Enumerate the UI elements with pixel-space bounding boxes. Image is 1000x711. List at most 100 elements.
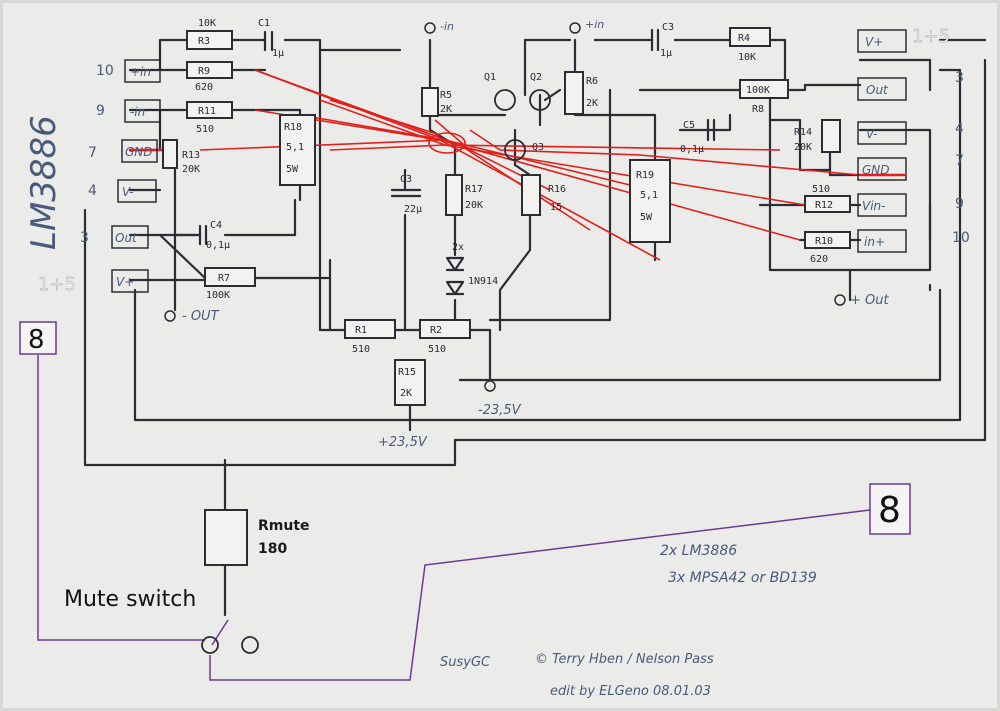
mute-wiring — [37, 355, 871, 681]
svg-text:7: 7 — [88, 145, 97, 161]
svg-text:R9: R9 — [198, 66, 210, 77]
svg-text:2x: 2x — [452, 242, 464, 253]
svg-text:5,1: 5,1 — [640, 190, 658, 201]
mute-section: 8 8 Mute switch — [19, 321, 911, 612]
resistor-r7 — [204, 267, 256, 287]
svg-text:Rmute: Rmute — [258, 518, 310, 534]
svg-text:8: 8 — [28, 325, 45, 355]
svg-text:R14: R14 — [794, 127, 812, 138]
svg-text:R4: R4 — [738, 33, 750, 44]
svg-text:in+: in+ — [864, 235, 885, 249]
resistor-r10 — [804, 231, 851, 249]
svg-text:10: 10 — [952, 230, 970, 246]
svg-text:C3: C3 — [662, 22, 674, 33]
resistor-r16 — [521, 174, 541, 216]
svg-text:- OUT: - OUT — [182, 309, 220, 324]
svg-text:GND: GND — [125, 145, 153, 159]
resistor-r15 — [394, 359, 426, 406]
mute-switch-label: Mute switch — [64, 587, 196, 612]
svg-text:100K: 100K — [746, 85, 770, 96]
rail-labels: -in +in - OUT + Out +23,5V -23,5V — [164, 18, 889, 450]
resistor-r2 — [419, 319, 471, 339]
svg-text:2x LM3886: 2x LM3886 — [660, 543, 737, 559]
svg-text:R5: R5 — [440, 90, 452, 101]
svg-text:3x MPSA42 or BD139: 3x MPSA42 or BD139 — [668, 570, 817, 586]
svg-text:R6: R6 — [586, 76, 598, 87]
svg-text:3: 3 — [955, 70, 964, 86]
svg-text:R1: R1 — [355, 325, 367, 336]
svg-text:V-: V- — [866, 127, 878, 141]
svg-text:Vin-: Vin- — [862, 199, 885, 213]
svg-text:2K: 2K — [400, 388, 412, 399]
svg-text:5,1: 5,1 — [286, 142, 304, 153]
resistor-r6 — [564, 71, 584, 115]
svg-text:+23,5V: +23,5V — [378, 435, 428, 450]
svg-text:R8: R8 — [752, 104, 764, 115]
svg-text:R13: R13 — [182, 150, 200, 161]
connector-left — [19, 321, 57, 355]
svg-text:510: 510 — [196, 124, 214, 135]
svg-text:180: 180 — [258, 541, 287, 557]
svg-text:10K: 10K — [738, 52, 756, 63]
svg-text:-in: -in — [130, 105, 145, 119]
resistor-r12 — [804, 195, 851, 213]
svg-text:R15: R15 — [398, 367, 416, 378]
svg-text:R2: R2 — [430, 325, 442, 336]
svg-text:5W: 5W — [286, 164, 299, 175]
svg-text:4: 4 — [955, 121, 964, 137]
svg-text:10: 10 — [96, 63, 114, 79]
svg-text:510: 510 — [428, 344, 446, 355]
svg-text:8: 8 — [878, 490, 901, 531]
svg-text:V+: V+ — [865, 35, 883, 49]
svg-text:R12: R12 — [815, 200, 833, 211]
svg-text:R17: R17 — [465, 184, 483, 195]
resistor-r5 — [421, 87, 439, 117]
svg-text:C4: C4 — [210, 220, 222, 231]
connector-right — [869, 483, 911, 535]
svg-text:1+5: 1+5 — [912, 26, 950, 47]
svg-text:+in: +in — [130, 65, 151, 79]
svg-text:510: 510 — [352, 344, 370, 355]
switch-contact-common — [201, 636, 219, 654]
svg-text:1µ: 1µ — [660, 48, 672, 59]
svg-text:V-: V- — [122, 185, 134, 199]
svg-text:Q1: Q1 — [484, 72, 496, 83]
svg-text:SusyGC: SusyGC — [440, 655, 491, 670]
svg-text:1+5: 1+5 — [38, 274, 76, 295]
svg-text:20K: 20K — [182, 164, 200, 175]
svg-text:edit by ELGeno 08.01.03: edit by ELGeno 08.01.03 — [550, 684, 711, 699]
svg-text:10K: 10K — [198, 18, 216, 29]
svg-text:5W: 5W — [640, 212, 653, 223]
svg-text:2K: 2K — [586, 98, 598, 109]
svg-text:7: 7 — [955, 153, 964, 169]
svg-text:R11: R11 — [198, 106, 216, 117]
resistor-r18 — [279, 114, 316, 186]
svg-text:20K: 20K — [465, 200, 483, 211]
components: 10K R3 C1 1µ R9 620 R11 510 R13 20K R18 … — [162, 18, 851, 654]
svg-text:R19: R19 — [636, 170, 654, 181]
svg-text:-23,5V: -23,5V — [478, 403, 522, 418]
svg-text:620: 620 — [810, 254, 828, 265]
svg-text:GND: GND — [862, 163, 890, 177]
svg-text:© Terry Hben / Nelson Pass: © Terry Hben / Nelson Pass — [535, 652, 714, 667]
svg-text:20K: 20K — [794, 142, 812, 153]
svg-text:2K: 2K — [440, 104, 452, 115]
svg-text:0,1µ: 0,1µ — [206, 240, 230, 251]
svg-text:R16: R16 — [548, 184, 566, 195]
svg-text:-in: -in — [440, 20, 454, 33]
chip-label: LM3886 — [24, 115, 64, 250]
svg-text:9: 9 — [955, 196, 964, 212]
svg-text:C1: C1 — [258, 18, 270, 29]
svg-text:4: 4 — [88, 183, 97, 199]
resistor-r3 — [186, 30, 233, 50]
svg-text:100K: 100K — [206, 290, 230, 301]
resistor-r8 — [739, 79, 789, 99]
svg-text:1N914: 1N914 — [468, 276, 498, 287]
svg-text:9: 9 — [96, 103, 105, 119]
svg-text:+ Out: + Out — [850, 293, 889, 308]
switch-contact-open — [241, 636, 259, 654]
notes: 2x LM3886 3x MPSA42 or BD139 SusyGC © Te… — [440, 543, 817, 699]
svg-text:R18: R18 — [284, 122, 302, 133]
svg-text:Out: Out — [115, 231, 138, 245]
